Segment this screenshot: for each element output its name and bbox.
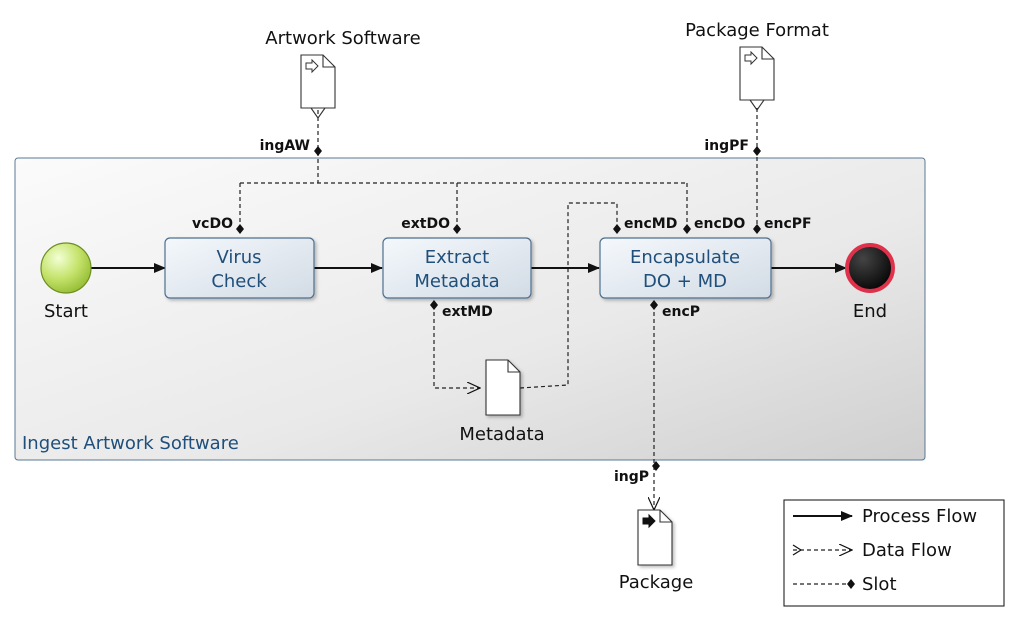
legend: Process Flow Data Flow Slot [783, 499, 1005, 607]
slot-label-ingpf: ingPF [704, 138, 749, 154]
task-virus-check-line1: Virus [216, 247, 261, 268]
task-encapsulate-line1: Encapsulate [630, 247, 740, 268]
end-label: End [853, 301, 887, 322]
pool-label: Ingest Artwork Software [22, 433, 239, 454]
document-artwork-software[interactable]: Artwork Software [265, 28, 421, 119]
data-line-extmd [433, 305, 480, 388]
slot-labels: ingAW ingPF vcDO extDO encMD encDO encPF… [192, 138, 812, 485]
output-arrow-icon [642, 513, 656, 529]
document-package-format[interactable]: Package Format [685, 20, 829, 111]
slot-diamond-ingp[interactable] [652, 461, 660, 471]
end-event[interactable]: End [845, 243, 895, 322]
document-package[interactable]: Package [619, 509, 694, 593]
start-event[interactable]: Start [40, 242, 92, 322]
slot-diamond-ingaw[interactable] [314, 146, 322, 156]
slot-label-extdo: extDO [401, 216, 450, 232]
slot-label-encdo: encDO [694, 216, 745, 232]
task-virus-check-line2: Check [211, 271, 267, 292]
slot-diamond-extdo[interactable] [453, 224, 461, 234]
data-line-encmd [519, 202, 618, 389]
legend-slot-diamond [847, 579, 855, 589]
slot-label-vcdo: vcDO [192, 216, 233, 232]
slot-diamond-encmd[interactable] [613, 224, 621, 234]
slot-diamond-encdo[interactable] [683, 224, 691, 234]
package-label: Package [619, 572, 694, 593]
pool-ingest-artwork-software: Ingest Artwork Software [14, 157, 926, 461]
slot-diamond-extmd[interactable] [430, 300, 438, 310]
slot-diamond-vcdo[interactable] [236, 224, 244, 234]
task-encapsulate[interactable]: Encapsulate DO + MD [599, 237, 772, 299]
slot-diamond-encp[interactable] [650, 300, 658, 310]
start-label: Start [44, 301, 88, 322]
task-extract-metadata-line1: Extract [425, 247, 489, 268]
task-encapsulate-line2: DO + MD [643, 271, 727, 292]
metadata-label: Metadata [459, 424, 544, 445]
slot-diamonds [236, 146, 761, 471]
legend-process-flow-label: Process Flow [862, 506, 977, 527]
slot-label-extmd: extMD [442, 304, 493, 320]
task-virus-check[interactable]: Virus Check [164, 237, 315, 299]
slot-label-encpf: encPF [764, 216, 812, 232]
document-metadata[interactable]: Metadata [459, 359, 545, 445]
task-extract-metadata-line2: Metadata [414, 271, 499, 292]
legend-data-flow-label: Data Flow [862, 540, 952, 561]
slot-label-encmd: encMD [624, 216, 677, 232]
artwork-software-label: Artwork Software [265, 28, 420, 49]
slot-label-ingp: ingP [614, 469, 649, 485]
input-arrow-icon [744, 50, 758, 66]
task-extract-metadata[interactable]: Extract Metadata [382, 237, 532, 299]
legend-slot-label: Slot [862, 574, 897, 595]
package-format-label: Package Format [685, 20, 829, 41]
slot-label-encp: encP [662, 304, 700, 320]
input-arrow-icon [305, 58, 319, 74]
slot-diamond-ingpf[interactable] [753, 146, 761, 156]
slot-diamond-encpf[interactable] [753, 224, 761, 234]
slot-label-ingaw: ingAW [260, 138, 310, 154]
